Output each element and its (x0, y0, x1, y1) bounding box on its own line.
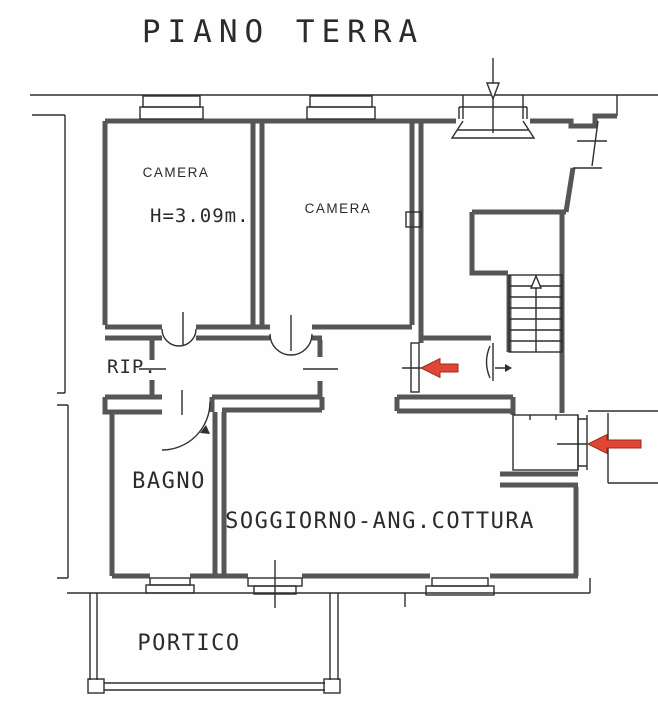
label-soggiorno: SOGGIORNO-ANG.COTTURA (225, 509, 535, 534)
entrance-arrow-stairhall (419, 357, 459, 379)
entrance-arrow-vestibule (586, 433, 642, 455)
vestibule (512, 414, 588, 471)
apartment-entrance-door (402, 342, 421, 393)
label-rip: RIP. (107, 356, 157, 378)
camera-left-door-swing (161, 312, 197, 347)
soggiorno-french-door-sill (247, 560, 303, 608)
label-camera-center: CAMERA (305, 201, 372, 216)
plan-title: PIANO TERRA (142, 14, 424, 50)
portico-structure (67, 578, 591, 694)
label-camera-left: CAMERA (143, 165, 210, 180)
label-height-note: H=3.09m. (150, 205, 250, 227)
camera-center-door-swing (269, 315, 313, 356)
entrance-direction-arrow (485, 58, 501, 133)
bagno-door-swing (161, 390, 211, 451)
soggiorno-window-sill (425, 577, 495, 596)
stairhall-door-swing (485, 343, 512, 381)
corner-bay-window (573, 120, 607, 169)
site-boundary-lines (30, 94, 658, 579)
label-portico: PORTICO (137, 631, 240, 656)
interior-walls (102, 324, 578, 576)
window-bays (139, 95, 528, 120)
staircase (508, 274, 563, 353)
label-bagno: BAGNO (132, 469, 206, 494)
bagno-window-sill (145, 577, 195, 594)
stairs-up-arrow (529, 274, 543, 289)
wall-pilaster (405, 211, 422, 228)
